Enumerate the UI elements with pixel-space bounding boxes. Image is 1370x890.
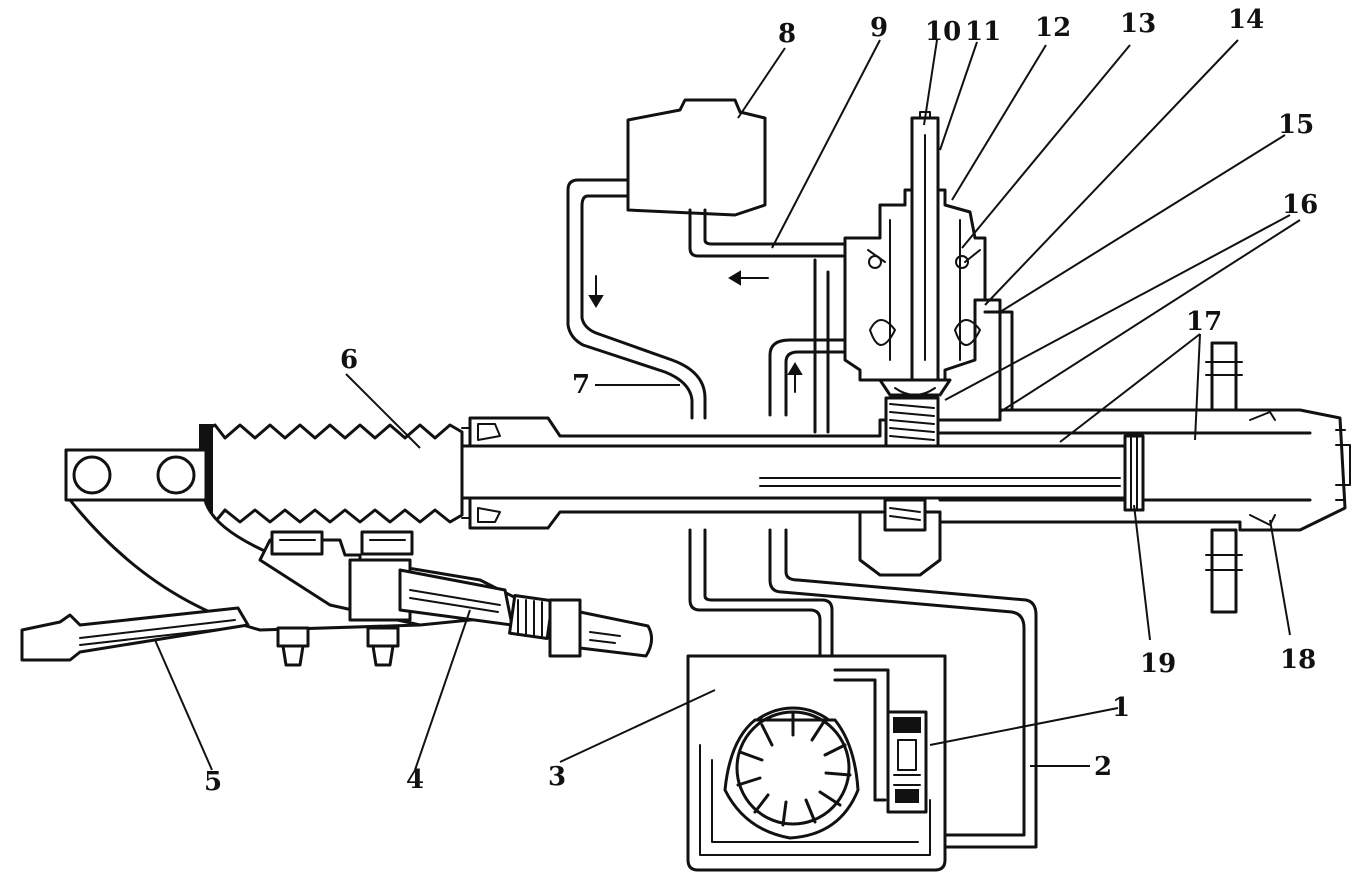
bellows-boot [199, 423, 464, 524]
callout-18: 18 [1280, 645, 1316, 675]
callout-15: 15 [1278, 110, 1314, 140]
mounting-bracket [258, 530, 653, 667]
callout-leaders [154, 39, 1301, 771]
callout-13: 13 [1120, 9, 1156, 39]
power-steering-pump [686, 654, 947, 872]
pinion-gear [858, 396, 942, 577]
rotary-control-valve [843, 111, 1014, 417]
callout-labels: 1 2 3 4 5 6 7 8 9 10 11 12 13 14 15 16 1… [204, 5, 1318, 797]
callout-17: 17 [1186, 307, 1222, 337]
callout-3: 3 [548, 762, 566, 792]
fluid-reservoir [626, 98, 767, 217]
piston [1123, 434, 1145, 512]
callout-7: 7 [572, 370, 590, 400]
callout-5: 5 [204, 767, 222, 797]
callout-2: 2 [1094, 752, 1112, 782]
rack-bar [358, 444, 1132, 500]
reservoir-hoses [566, 178, 862, 420]
callout-4: 4 [406, 765, 424, 795]
callout-6: 6 [340, 345, 358, 375]
callout-1: 1 [1112, 693, 1130, 723]
callout-14: 14 [1228, 5, 1264, 35]
pressure-lines-lower [688, 528, 1038, 849]
callout-16: 16 [1282, 190, 1318, 220]
callout-11: 11 [965, 17, 1001, 47]
callout-8: 8 [778, 19, 796, 49]
pressure-lines-upper [768, 258, 847, 434]
callout-10: 10 [925, 17, 961, 47]
callout-12: 12 [1035, 13, 1071, 43]
callout-9: 9 [870, 13, 888, 43]
callout-19: 19 [1140, 649, 1176, 679]
